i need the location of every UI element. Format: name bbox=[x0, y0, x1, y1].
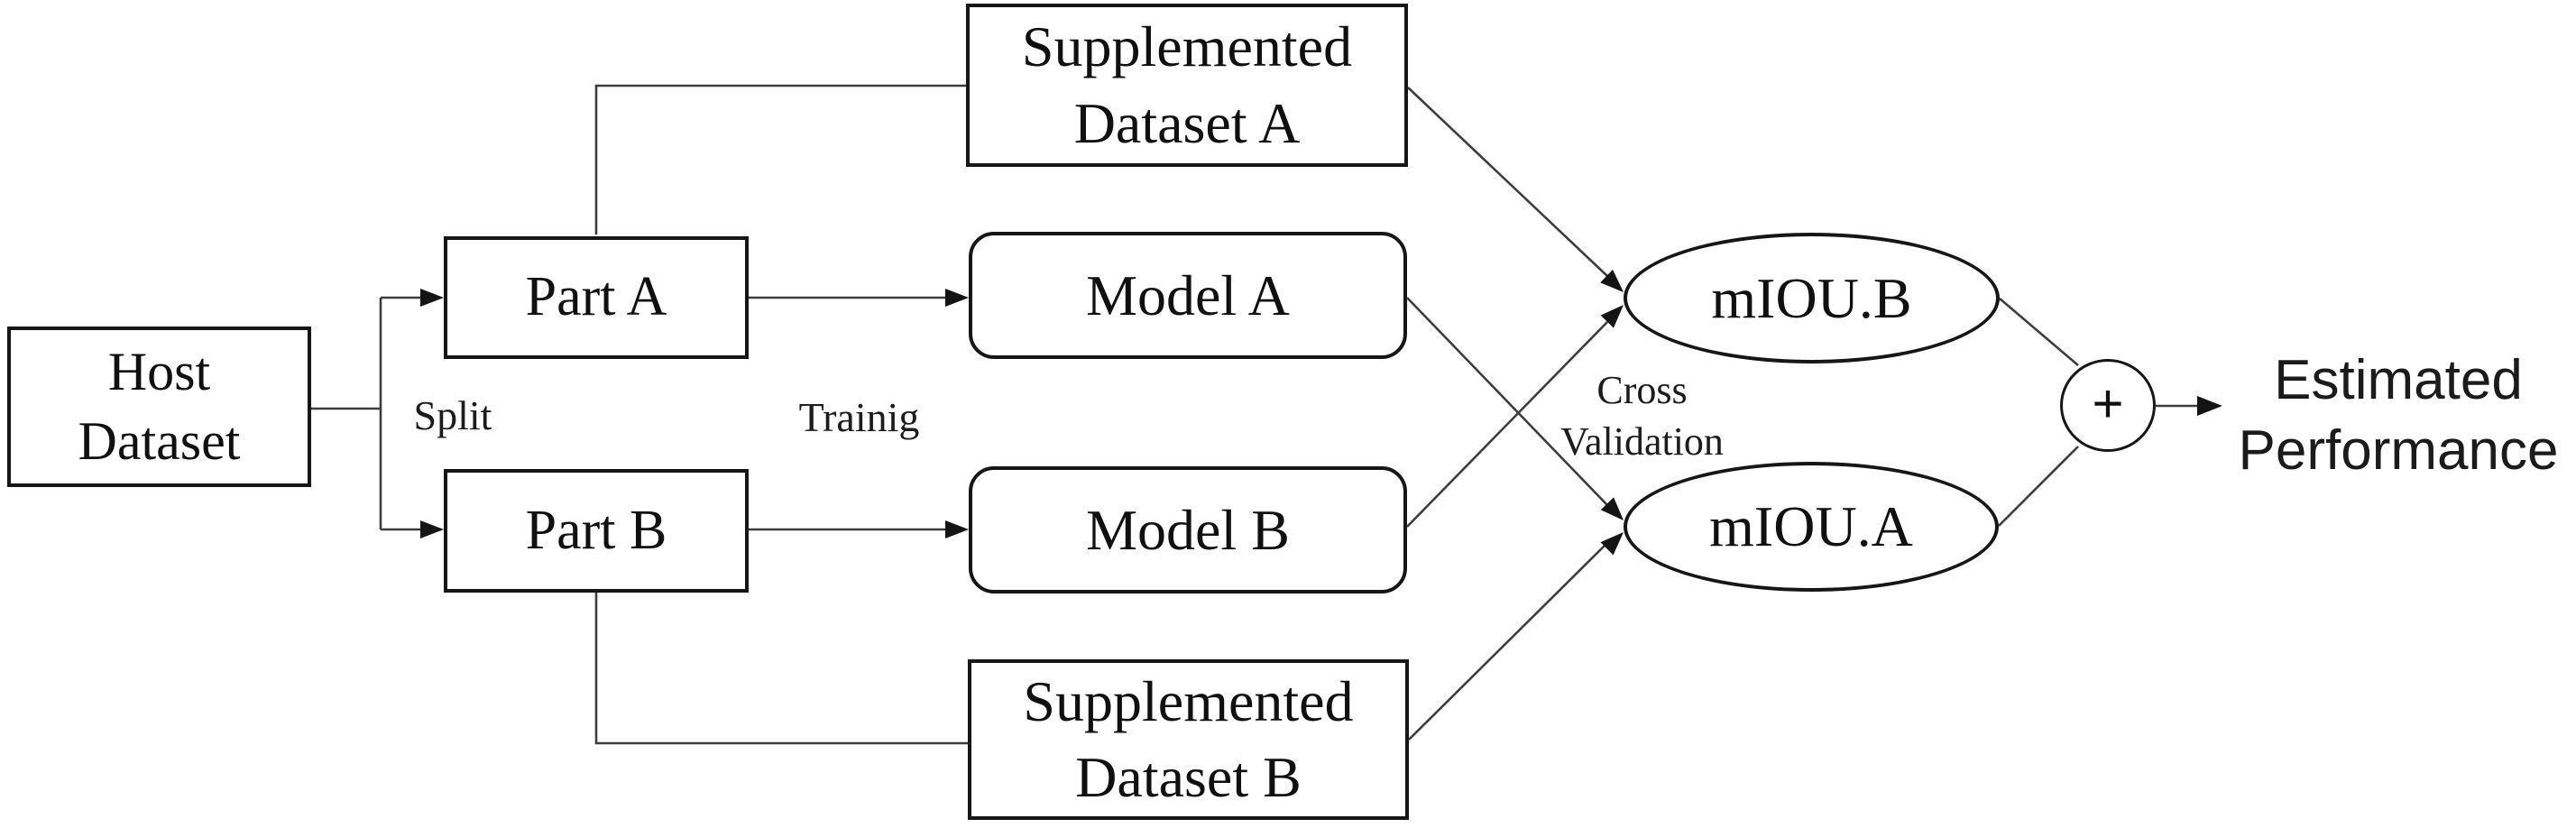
edge-miou-a-to-sum bbox=[1998, 446, 2079, 527]
node-supplemented-dataset-a: Supplemented Dataset A bbox=[966, 4, 1408, 167]
supp-b-label-line1: Supplemented bbox=[1023, 668, 1354, 733]
edge-supp-a-to-miou-b bbox=[1407, 87, 1608, 277]
model-b-label: Model B bbox=[1086, 497, 1290, 562]
plus-icon: + bbox=[2092, 373, 2124, 434]
part-b-label: Part B bbox=[525, 499, 667, 561]
arrowhead-model-a bbox=[945, 289, 969, 307]
arrowhead-miou-b-upper bbox=[1600, 269, 1624, 292]
node-part-a: Part A bbox=[444, 236, 749, 359]
label-cross-line2: Validation bbox=[1560, 419, 1724, 465]
miou-a-label: mIOU.A bbox=[1709, 494, 1913, 559]
node-supplemented-dataset-b: Supplemented Dataset B bbox=[968, 659, 1409, 820]
host-dataset-label-line1: Host bbox=[107, 342, 211, 402]
node-host-dataset: Host Dataset bbox=[7, 327, 311, 487]
supp-a-label-line1: Supplemented bbox=[1021, 14, 1353, 79]
label-split: Split bbox=[413, 392, 492, 438]
edge-model-a-to-miou-a bbox=[1406, 297, 1608, 506]
arrowhead-part-a bbox=[420, 289, 444, 307]
part-a-label: Part A bbox=[525, 266, 667, 328]
arrowhead-part-b bbox=[420, 520, 444, 538]
output-line2: Performance bbox=[2238, 419, 2559, 483]
arrowhead-model-b bbox=[945, 520, 969, 538]
supp-b-label-line2: Dataset B bbox=[1075, 745, 1302, 809]
output-line1: Estimated bbox=[2274, 349, 2523, 411]
arrowhead-miou-b-lower bbox=[1600, 305, 1624, 328]
model-a-label: Model A bbox=[1086, 262, 1290, 327]
edge-part-a-to-supp-a bbox=[594, 84, 966, 235]
node-miou-a: mIOU.A bbox=[1624, 462, 1999, 592]
node-part-b: Part B bbox=[444, 469, 749, 593]
supp-a-label-line2: Dataset A bbox=[1073, 90, 1301, 155]
host-dataset-label-line2: Dataset bbox=[78, 411, 241, 471]
edge-miou-b-to-sum bbox=[1999, 298, 2079, 366]
sum-circle: + bbox=[2060, 359, 2156, 452]
arrowhead-miou-a-lower bbox=[1600, 532, 1624, 556]
node-model-a: Model A bbox=[969, 232, 1407, 359]
label-cross-line1: Cross bbox=[1596, 368, 1688, 412]
miou-b-label: mIOU.B bbox=[1711, 265, 1912, 330]
edge-model-b-to-miou-b bbox=[1406, 321, 1608, 528]
label-training: Trainig bbox=[798, 394, 920, 440]
node-model-b: Model B bbox=[969, 466, 1407, 593]
output-estimated-performance: Estimated Performance bbox=[2221, 345, 2576, 486]
edge-supp-b-to-miou-a bbox=[1408, 542, 1608, 741]
label-cross-validation: Cross Validation bbox=[1550, 364, 1734, 467]
arrowhead-output bbox=[2197, 396, 2222, 416]
arrowhead-miou-a-upper bbox=[1600, 497, 1624, 520]
edge-part-b-to-supp-b bbox=[594, 593, 968, 745]
node-miou-b: mIOU.B bbox=[1624, 233, 2000, 363]
